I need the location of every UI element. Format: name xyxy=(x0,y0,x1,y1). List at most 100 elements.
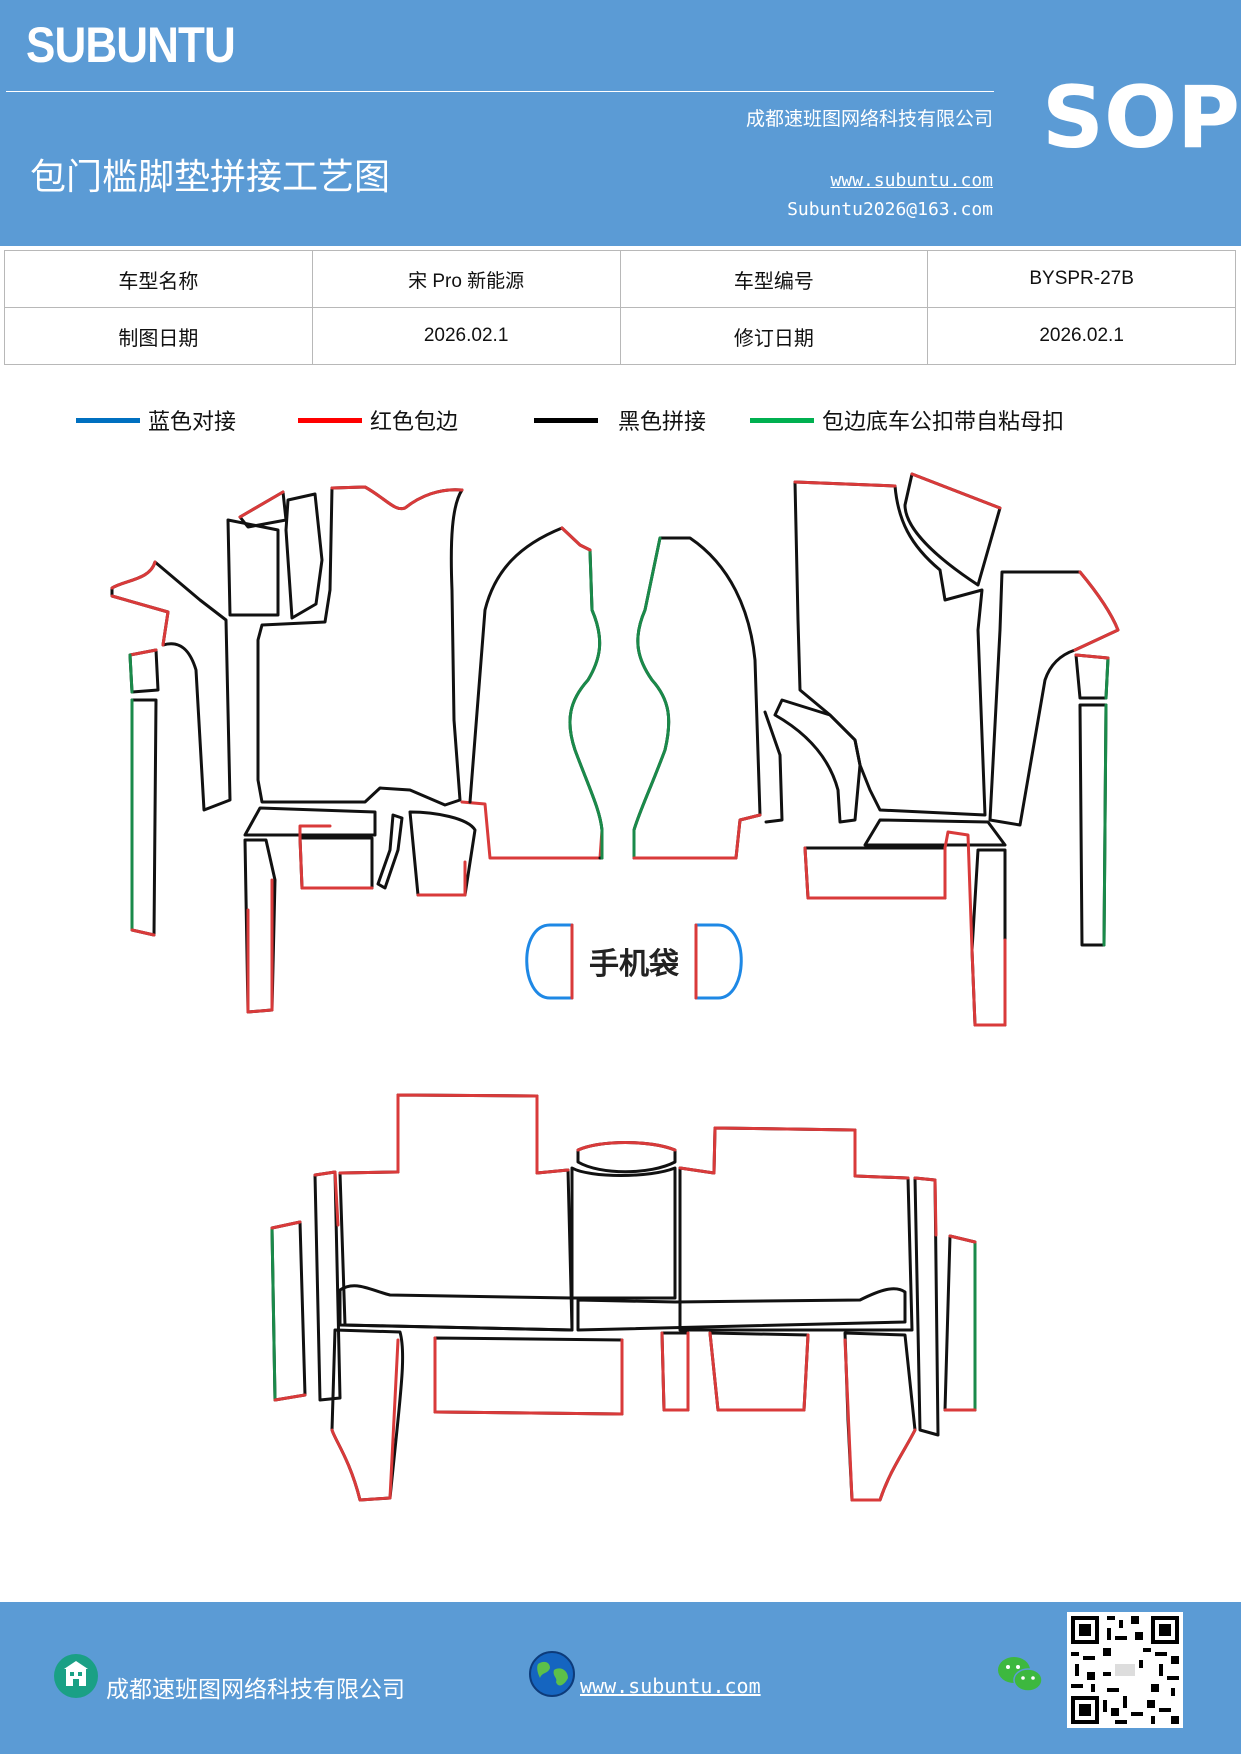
front-right-inner-arc-a xyxy=(773,698,862,824)
right-under-strip-red xyxy=(943,830,1007,1027)
rear-lower-pad-c xyxy=(708,1331,810,1412)
legend-swatch-red xyxy=(298,417,362,423)
phone-pocket-left-tab xyxy=(525,923,574,1000)
qr-code-icon xyxy=(1067,1612,1183,1728)
wechat-icon[interactable] xyxy=(996,1654,1044,1696)
legend-swatch-green xyxy=(750,417,814,423)
legend-label-green: 包边底车公扣带自粘母扣 xyxy=(822,410,1065,435)
legend-item-black: 黑色拼接 xyxy=(534,402,706,438)
rear-right-sill-strip xyxy=(943,1234,977,1412)
email-address: Subuntu2026@163.com xyxy=(787,199,993,220)
left-under-piece-a xyxy=(243,806,377,837)
right-sill-strip-top-red xyxy=(1074,653,1110,660)
right-sill-strip xyxy=(1078,703,1108,947)
left-small-piece-c xyxy=(284,492,324,620)
left-under-piece-b-top-red xyxy=(298,824,332,840)
front-right-door-panel-green xyxy=(632,536,671,860)
info-table: 车型名称 宋 Pro 新能源 车型编号 BYSPR-27B 制图日期 2026.… xyxy=(4,250,1236,365)
legend-label-red: 红色包边 xyxy=(370,410,459,435)
front-left-main-mat xyxy=(256,485,464,807)
left-sill-strip-top xyxy=(128,648,160,694)
left-under-piece-b-red xyxy=(298,836,374,890)
front-right-upper-flap xyxy=(903,472,1002,587)
front-left-door-panel-green xyxy=(568,550,604,860)
left-wing-red-edge xyxy=(110,560,170,647)
left-small-piece-b xyxy=(238,490,288,529)
front-left-main-mat-red xyxy=(330,485,464,511)
legend-item-blue: 蓝色对接 xyxy=(76,402,236,438)
legend-swatch-black xyxy=(534,417,598,423)
legend-item-green: 包边底车公扣带自粘母扣 xyxy=(750,402,1064,438)
right-sill-strip-green xyxy=(1102,703,1108,947)
building-icon xyxy=(54,1654,98,1698)
right-under-piece-b-red xyxy=(803,846,947,900)
rear-mat-group xyxy=(270,1093,977,1502)
model-name-value: 宋 Pro 新能源 xyxy=(311,250,621,308)
front-right-main-mat-red xyxy=(793,480,897,488)
left-under-strip-red xyxy=(246,878,274,1014)
right-under-piece-a xyxy=(863,818,1007,847)
front-left-mat-group xyxy=(110,485,604,1014)
document-title: 包门槛脚垫拼接工艺图 xyxy=(30,157,391,198)
front-right-door-panel-red xyxy=(632,813,762,860)
left-under-piece-b xyxy=(298,836,374,890)
footer-banner: 成都速班图网络科技有限公司 www.subuntu.com xyxy=(0,1602,1241,1754)
rear-right-main-mat-red xyxy=(678,1126,910,1180)
right-wing-red-edge xyxy=(1073,570,1120,652)
brand-logo: SUBUNTU xyxy=(26,17,236,73)
rear-crossbar xyxy=(338,1284,574,1332)
model-name-label: 车型名称 xyxy=(4,250,313,308)
left-under-piece-c xyxy=(376,813,404,890)
front-left-door-panel-red xyxy=(560,526,592,552)
mat-splicing-diagram: 手机袋 xyxy=(110,472,1120,1502)
right-sill-strip-top-green xyxy=(1104,656,1110,700)
globe-icon xyxy=(529,1651,575,1697)
revise-date-value: 2026.02.1 xyxy=(927,307,1236,365)
rear-lower-pad-b xyxy=(660,1331,690,1412)
left-small-piece-a xyxy=(226,518,280,617)
front-left-door-panel-outline xyxy=(468,526,564,804)
phone-pocket-label: 手机袋 xyxy=(589,947,679,982)
left-sill-strip-top-green xyxy=(128,653,134,694)
rear-main-mat-red xyxy=(338,1093,570,1175)
rear-lower-pad-b-red xyxy=(660,1331,690,1412)
front-right-upper-flap-red xyxy=(910,472,1002,510)
rear-lower-pad-a-red xyxy=(433,1336,624,1416)
footer-company-name: 成都速班图网络科技有限公司 xyxy=(106,1677,405,1703)
left-small-piece-b-red xyxy=(238,490,285,519)
right-sill-strip-top xyxy=(1074,653,1110,700)
rear-center-tunnel-top-red xyxy=(576,1141,677,1152)
rear-left-sill-strip xyxy=(270,1220,307,1402)
legend-label-black: 黑色拼接 xyxy=(618,410,707,435)
left-under-piece-d-red xyxy=(416,860,467,897)
front-right-door-panel xyxy=(632,536,762,860)
left-wing-piece xyxy=(110,560,232,812)
qr-code xyxy=(1067,1612,1183,1728)
rear-crossbar-right xyxy=(576,1287,907,1332)
legend-label-blue: 蓝色对接 xyxy=(148,410,237,435)
rear-right-sill-strip-red xyxy=(943,1234,977,1412)
right-under-strip xyxy=(970,848,1007,1027)
rear-lower-pad-c-red xyxy=(708,1331,810,1412)
phone-pocket-group: 手机袋 xyxy=(525,923,743,1000)
header-banner: SUBUNTU 成都速班图网络科技有限公司 包门槛脚垫拼接工艺图 www.sub… xyxy=(0,0,1241,246)
footer-website-link[interactable]: www.subuntu.com xyxy=(580,1674,761,1698)
rear-left-sill-strip-red xyxy=(270,1220,307,1402)
front-right-inner-arc-b xyxy=(763,710,784,824)
sop-badge: SOP xyxy=(1042,68,1241,168)
rear-center-tunnel xyxy=(570,1166,677,1300)
rear-lower-right-flap-red xyxy=(843,1338,917,1502)
website-link[interactable]: www.subuntu.com xyxy=(830,170,993,191)
left-under-piece-d xyxy=(408,810,477,897)
draw-date-label: 制图日期 xyxy=(4,307,313,365)
rear-left-sill-strip-green xyxy=(270,1226,277,1402)
front-right-mat-group xyxy=(632,472,1120,1027)
left-mid-connector-red xyxy=(460,800,604,860)
left-sill-strip-top-edge xyxy=(128,648,158,657)
rear-left-sill-strip-inner-red xyxy=(313,1170,340,1227)
front-right-main-mat xyxy=(793,480,987,817)
table-row: 制图日期 2026.02.1 修订日期 2026.02.1 xyxy=(4,307,1236,365)
line-legend: 蓝色对接 红色包边 黑色拼接 包边底车公扣带自粘母扣 xyxy=(0,402,1241,438)
right-under-piece-b xyxy=(803,846,947,900)
draw-date-value: 2026.02.1 xyxy=(311,307,621,365)
